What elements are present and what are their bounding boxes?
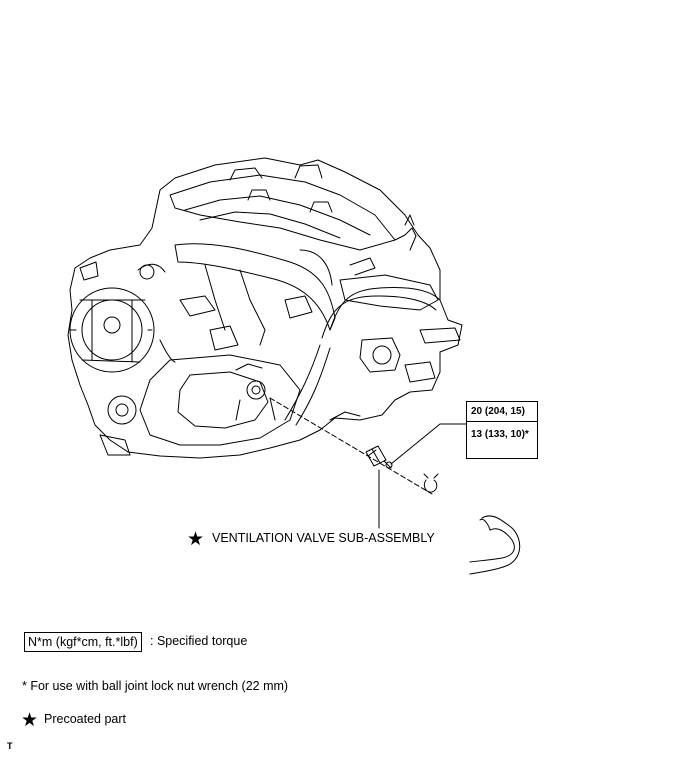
engine-outline <box>67 157 463 459</box>
precoated-part-label: Precoated part <box>44 712 126 726</box>
wrench-footnote: * For use with ball joint lock nut wrenc… <box>22 679 289 693</box>
torque-leader-line <box>390 423 467 465</box>
part-label-ventilation-valve: VENTILATION VALVE SUB-ASSEMBLY <box>212 531 435 545</box>
hose <box>329 287 441 331</box>
hose-clip <box>423 473 439 493</box>
torque-value-wrench: 13 (133, 10)* <box>471 429 529 440</box>
ventilation-valve <box>365 445 393 469</box>
torque-box-divider <box>467 421 537 422</box>
alternator-outer <box>69 287 155 373</box>
torque-unit-description: : Specified torque <box>150 634 248 648</box>
black-star-icon: ★ <box>21 710 39 731</box>
valve-cover <box>169 174 396 251</box>
black-star-icon: ★ <box>187 529 205 550</box>
corner-mark: T <box>7 741 13 751</box>
ventilation-hose <box>469 515 521 575</box>
torque-unit-box: N*m (kgf*cm, ft.*lbf) <box>24 632 142 652</box>
alternator-hub <box>103 316 121 334</box>
torque-value-standard: 20 (204, 15) <box>471 406 525 417</box>
installation-axis <box>269 397 433 495</box>
intake-pipe <box>174 243 336 331</box>
lower-block <box>139 354 301 446</box>
pcv-port <box>246 380 266 400</box>
alternator-mid <box>81 299 143 361</box>
right-manifold <box>339 274 439 311</box>
torque-callout-box: 20 (204, 15) 13 (133, 10)* <box>466 401 538 459</box>
